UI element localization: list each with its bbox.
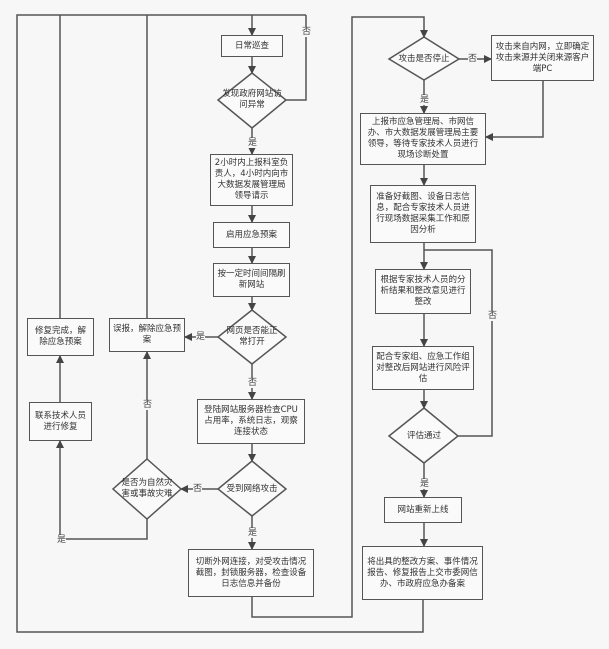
- node-prepare-data: 准备好截图、设备日志信息，配合专家技术人员进行现场数据采集工作和原因分析: [370, 185, 476, 243]
- node-refresh-site: 按一定时间间隔刷新网站: [213, 263, 290, 297]
- label-yes-network-attack: 是: [248, 528, 258, 538]
- node-daily-check: 日常巡查: [221, 35, 283, 57]
- node-back-online: 网站重新上线: [384, 497, 462, 523]
- node-rectify: 根据专家技术人员的分析结果和整改意见进行整改: [375, 269, 471, 314]
- label-no-attack-stopped: 否: [468, 54, 478, 64]
- node-report-2h: 2小时内上报科室负责人，4小时内向市大数据发展管理局领导请示: [210, 154, 293, 206]
- label-no-detect: 否: [302, 27, 312, 37]
- node-contact-tech: 联系技术人员进行修复: [29, 402, 92, 441]
- diamond-detect: [216, 72, 288, 129]
- node-login-server: 登陆网站服务器检查CPU占用率，系统日志，观察连接状态: [197, 399, 305, 444]
- label-no-network-attack: 否: [193, 484, 203, 494]
- label-yes-natural: 是: [57, 535, 67, 545]
- node-cut-network: 切断外网连接，对受攻击情况截图，封锁服务器，检查设备日志信息并备份: [188, 549, 314, 597]
- label-no-page-opens: 否: [248, 378, 258, 388]
- diamond-page-opens: [216, 309, 288, 365]
- label-no-assess: 否: [488, 311, 498, 321]
- label-no-natural: 否: [143, 400, 153, 410]
- node-page-opens: 网页是否能正常打开: [226, 326, 278, 347]
- node-network-attack: 受到网络攻击: [226, 483, 278, 494]
- node-risk-assess: 配合专家组、应急工作组对整改后网站进行风险评估: [372, 346, 474, 390]
- node-submit-reports: 将出具的整改方案、事件情况报告、修复报告上交市委网信办、市政府应急办备案: [362, 546, 483, 600]
- node-internal-attack: 攻击来自内网，立即确定攻击来源并关闭来源客户端PC: [491, 35, 594, 81]
- label-yes-attack-stopped: 是: [420, 95, 430, 105]
- node-assess-pass: 评估通过: [406, 430, 441, 441]
- node-detect-abnormal: 发现政府网站访问异常: [222, 89, 282, 110]
- node-report-leaders: 上报市应急管理局、市网信办、市大数据发展管理局主要领导，等待专家技术人员进行现场…: [360, 113, 486, 165]
- node-attack-stopped: 攻击是否停止: [398, 53, 450, 64]
- label-yes-page-opens: 是: [196, 332, 206, 342]
- diamond-attack-stopped: [387, 36, 461, 81]
- diamond-assess-pass: [387, 407, 460, 464]
- label-yes-detect: 是: [248, 138, 258, 148]
- diamond-natural-disaster: [111, 457, 183, 521]
- node-repair-done: 修复完成，解除应急预案: [27, 318, 94, 356]
- node-false-alarm: 误报，解除应急预案: [109, 318, 185, 352]
- node-natural-disaster: 是否为自然灾害或事故灾难: [121, 478, 173, 499]
- label-yes-assess: 是: [420, 479, 430, 489]
- node-enable-plan: 启用应急预案: [213, 222, 290, 248]
- diamond-network-attack: [216, 460, 288, 517]
